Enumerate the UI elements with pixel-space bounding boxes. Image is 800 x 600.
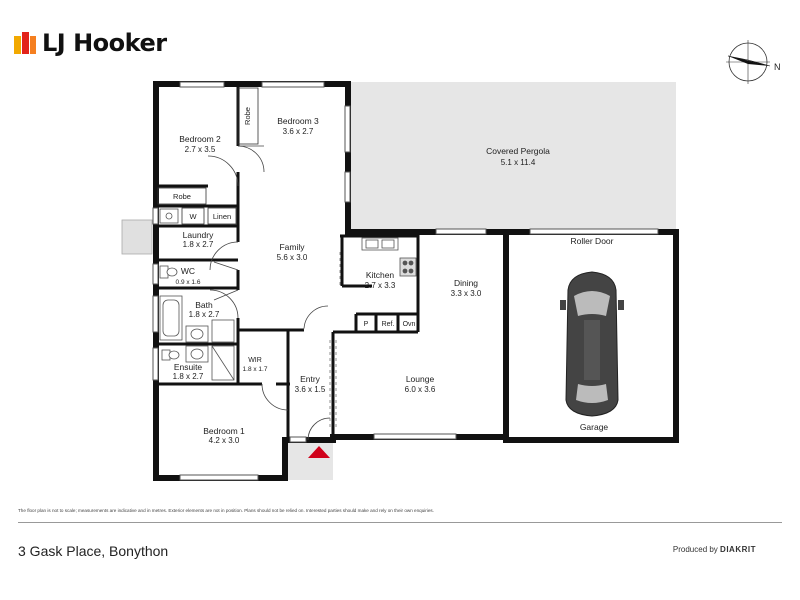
pergola-area [348,82,676,230]
room-name: Lounge [406,374,435,384]
room-size: 2.7 x 3.3 [365,281,396,290]
inner-walls [156,84,420,440]
room-size: 1.8 x 2.7 [189,310,220,319]
room-name: Family [279,242,305,252]
garage-label: Garage [580,422,609,432]
room-size: 3.6 x 2.7 [283,127,314,136]
room-name: Bedroom 2 [179,134,221,144]
room-labels: Bedroom 2 2.7 x 3.5 Bedroom 3 3.6 x 2.7 … [173,116,551,445]
room-name: Entry [300,374,321,384]
compass-north-label: N [774,62,781,72]
outdoor-unit [121,219,153,255]
robe-label: Robe [243,107,252,125]
w-box [181,207,205,225]
room-size: 4.2 x 3.0 [209,436,240,445]
robe-horizontal-box [157,187,207,205]
porch-area [287,440,333,480]
room-name: Bath [195,300,213,310]
oven-label: Ovn [403,321,416,328]
room-name: Bedroom 3 [277,116,319,126]
room-size: 1.8 x 1.7 [243,366,268,373]
brand-logo-icon [14,32,36,54]
room-size: 2.7 x 3.5 [185,145,216,154]
room-size: 5.6 x 3.0 [277,253,308,262]
room-size: 1.8 x 2.7 [173,372,204,381]
w-label: W [189,212,197,221]
disclaimer-text: The floor plan is not to scale; measurem… [18,508,434,513]
robe-label: Robe [173,192,191,201]
room-name: WIR [248,357,262,364]
roller-door-label: Roller Door [571,236,614,246]
compass-icon [726,40,771,84]
brand-name: LJ Hooker [42,29,167,57]
room-name: Laundry [183,230,214,240]
room-name: Ensuite [174,362,203,372]
room-name: Kitchen [366,270,395,280]
room-size: 5.1 x 11.4 [501,158,536,167]
fixtures [157,87,417,381]
room-name: Covered Pergola [486,146,550,156]
windows [152,81,659,481]
produced-by-label: Produced by [672,545,718,554]
cooktop [399,257,417,277]
divider [18,522,782,523]
brand-logo: LJ Hooker [14,28,167,58]
dashed-lines [329,252,341,430]
room-size: 6.0 x 3.6 [405,385,436,394]
room-name: WC [181,266,195,276]
door-swings [207,145,331,441]
shower [211,319,235,343]
producer-name: DIAKRIT [720,545,756,554]
pantry-label: P [364,321,369,328]
car-icon [560,271,624,417]
room-name: Bedroom 1 [203,426,245,436]
room-size: 3.6 x 1.5 [295,385,326,394]
fixture-labels: Robe Robe W Linen P Ref. Ovn Roller Door… [173,107,614,432]
room-size: 3.3 x 3.0 [451,289,482,298]
robe-vertical-box [237,87,259,145]
linen-label: Linen [213,212,231,221]
room-size: 1.8 x 2.7 [183,240,214,249]
entry-arrow-icon [308,446,330,458]
room-size: 0.9 x 1.6 [176,279,201,286]
producer-credit: Produced by DIAKRIT [673,545,756,554]
linen-box [207,207,237,225]
room-name: Dining [454,278,478,288]
fridge-label: Ref. [382,321,395,328]
property-address: 3 Gask Place, Bonython [18,543,169,559]
